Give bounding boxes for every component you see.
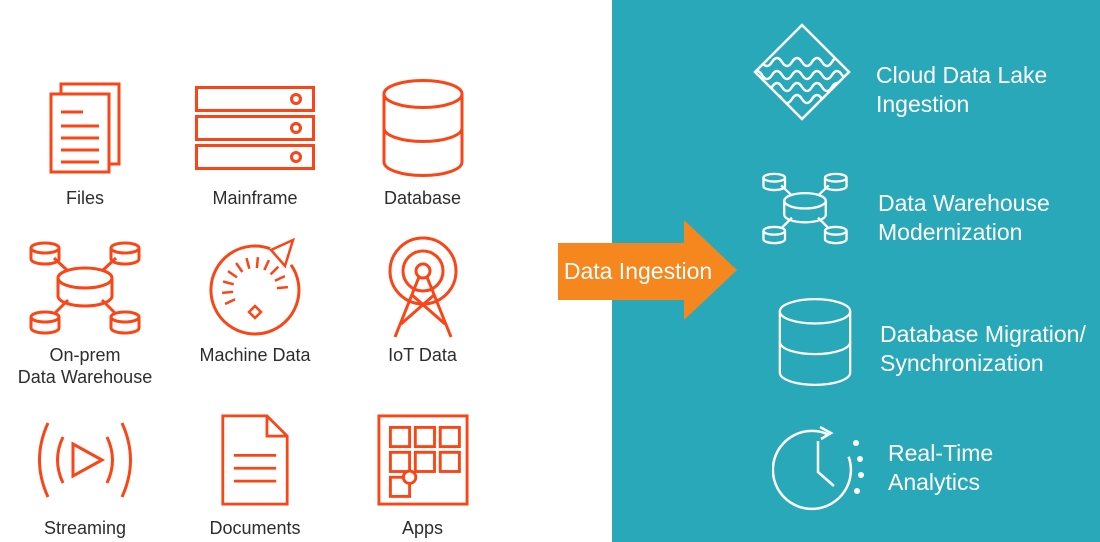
arrow-label: Data Ingestion	[563, 258, 713, 284]
data-lake-diamond-icon	[752, 22, 852, 127]
target-item-db-migration: Database Migration/ Synchronization	[775, 296, 1086, 393]
source-label: Database	[383, 188, 462, 208]
target-item-realtime-analytics: Real-Time Analytics	[771, 424, 994, 521]
gauge-icon	[205, 232, 305, 344]
source-item-documents: Documents	[180, 412, 330, 539]
apps-grid-icon	[376, 412, 469, 508]
source-item-onprem-dw: On-prem Data Warehouse	[15, 232, 155, 390]
source-item-machine-data: Machine Data	[180, 232, 330, 390]
source-label: Documents	[209, 518, 301, 538]
target-label: Real-Time Analytics	[888, 439, 994, 495]
database-icon	[381, 78, 465, 178]
target-item-cloud-data-lake: Cloud Data Lake Ingestion	[752, 22, 1047, 127]
mainframe-icon	[195, 78, 315, 178]
files-icon	[45, 78, 125, 178]
target-label: Database Migration/ Synchronization	[880, 320, 1086, 376]
target-label: Cloud Data Lake Ingestion	[876, 61, 1048, 117]
target-label: Data Warehouse Modernization	[878, 190, 1050, 245]
source-label: IoT Data	[388, 345, 457, 365]
data-warehouse-hub-icon	[755, 170, 855, 252]
source-label: On-prem Data Warehouse	[17, 345, 153, 387]
source-item-apps: Apps	[350, 412, 495, 539]
source-item-database: Database	[350, 78, 495, 209]
source-label: Mainframe	[212, 188, 298, 208]
source-label: Files	[65, 188, 104, 208]
data-warehouse-hub-icon	[20, 232, 150, 344]
source-item-files: Files	[15, 78, 155, 209]
database-icon	[775, 296, 855, 393]
document-icon	[217, 412, 293, 508]
radio-tower-icon	[378, 232, 468, 344]
source-item-iot-data: IoT Data	[350, 232, 495, 390]
source-label: Machine Data	[199, 345, 311, 365]
source-item-streaming: Streaming	[15, 412, 155, 539]
source-label: Apps	[401, 518, 444, 538]
data-ingestion-arrow	[558, 220, 737, 320]
source-item-mainframe: Mainframe	[180, 78, 330, 209]
target-item-dw-modernization: Data Warehouse Modernization	[755, 170, 1050, 252]
streaming-icon	[25, 412, 145, 508]
clock-icon	[771, 424, 872, 521]
source-label: Streaming	[43, 518, 127, 538]
